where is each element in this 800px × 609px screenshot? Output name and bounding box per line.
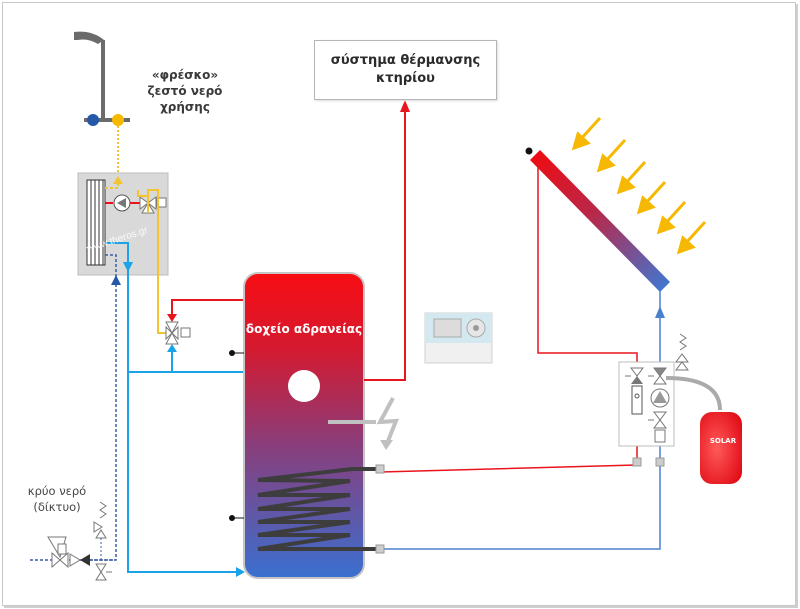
heat-exchanger-icon bbox=[86, 179, 106, 266]
pipe-fitting bbox=[655, 457, 665, 467]
expansion-vessel bbox=[700, 412, 742, 484]
check-valve-icon bbox=[69, 553, 90, 567]
heating-system-label: κτηρίου bbox=[376, 71, 435, 86]
arrow-up-icon bbox=[400, 100, 410, 112]
pump-icon bbox=[113, 194, 131, 212]
heating-system-label: σύστημα θέρμανσης bbox=[330, 53, 481, 68]
heating-system-box: σύστημα θέρμανσης κτηρίου bbox=[314, 40, 497, 100]
ball-valve-icon bbox=[648, 367, 667, 385]
safety-valve-icon bbox=[675, 333, 689, 371]
arrow-up-icon bbox=[113, 176, 123, 184]
drain-valve-icon bbox=[95, 563, 112, 581]
buffer-tank-label: δοχείο αδρανείας bbox=[245, 322, 363, 336]
expansion-vessel-label: SOLAR bbox=[709, 437, 737, 445]
tank-flange bbox=[288, 370, 320, 402]
hot-water-label-line: «φρέσκο» bbox=[151, 68, 219, 82]
pipe-fitting bbox=[375, 544, 385, 554]
sun-rays bbox=[571, 116, 707, 255]
expansion-hose bbox=[665, 376, 722, 411]
solar-controller[interactable] bbox=[424, 312, 493, 364]
check-valve-icon bbox=[625, 367, 644, 415]
pump-icon bbox=[650, 388, 670, 408]
ball-valve-icon bbox=[648, 411, 667, 443]
cold-water-label-line: (δίκτυο) bbox=[33, 500, 81, 514]
solar-collector bbox=[525, 147, 670, 292]
pressure-reducer-icon bbox=[47, 536, 69, 569]
electric-heater-icon bbox=[328, 397, 400, 450]
hot-water-label: «φρέσκο» ζεστό νερό χρήσης bbox=[130, 67, 240, 115]
hot-water-label-line: χρήσης bbox=[160, 100, 210, 114]
pipe-fitting bbox=[632, 457, 642, 467]
mixing-valve-icon bbox=[165, 321, 191, 345]
shower-icon bbox=[74, 31, 130, 126]
solar-coil bbox=[257, 467, 380, 551]
arrow-down-icon bbox=[123, 262, 133, 272]
arrow-up-icon bbox=[655, 306, 665, 318]
safety-valve-icon bbox=[93, 501, 107, 560]
arrow-right-icon bbox=[236, 567, 245, 577]
arrow-up-icon bbox=[111, 275, 121, 285]
cold-water-label-line: κρύο νερό bbox=[27, 484, 87, 498]
buffer-tank bbox=[243, 272, 365, 579]
hot-water-label-line: ζεστό νερό bbox=[147, 84, 223, 98]
cold-water-label: κρύο νερό (δίκτυο) bbox=[22, 483, 92, 515]
pipe-fitting bbox=[375, 464, 385, 474]
